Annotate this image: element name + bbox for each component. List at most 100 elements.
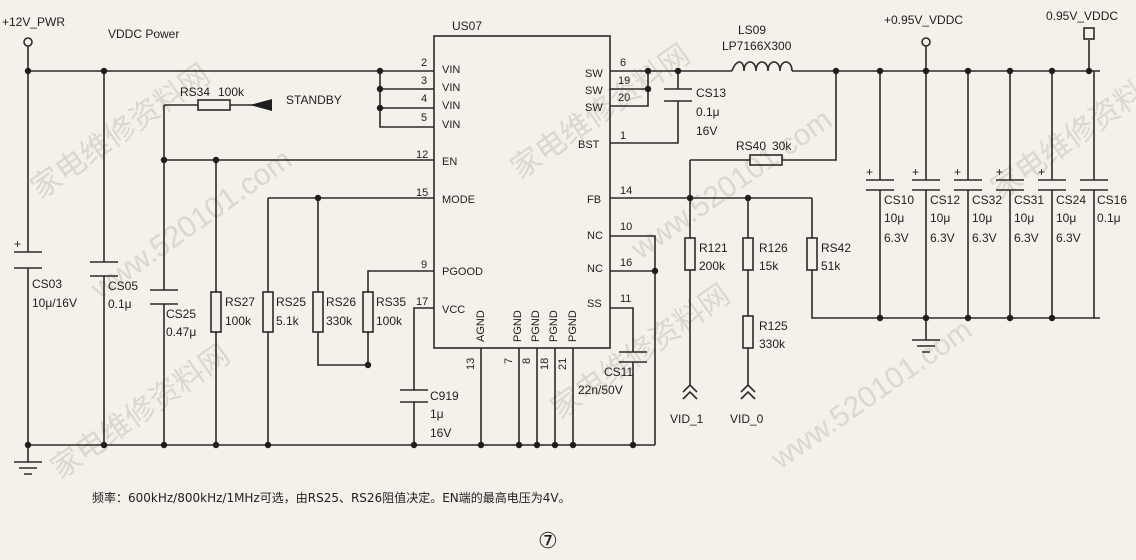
svg-text:0.47μ: 0.47μ — [166, 325, 196, 339]
svg-text:200k: 200k — [699, 259, 726, 273]
svg-text:12: 12 — [416, 149, 428, 161]
svg-text:330k: 330k — [759, 337, 786, 351]
vid-signals: VID_1 VID_0 — [670, 383, 764, 426]
svg-text:CS03: CS03 — [32, 277, 62, 291]
svg-text:家电维修资料网: 家电维修资料网 — [985, 58, 1136, 205]
vddc-out1-label: +0.95V_VDDC — [884, 13, 963, 27]
svg-text:22n/50V: 22n/50V — [578, 383, 623, 397]
svg-text:MODE: MODE — [442, 194, 475, 206]
svg-text:EN: EN — [442, 156, 457, 168]
svg-text:CS24: CS24 — [1056, 193, 1086, 207]
svg-text:5: 5 — [421, 112, 427, 124]
ground-symbol-left — [14, 461, 42, 475]
svg-text:10μ: 10μ — [930, 211, 950, 225]
svg-text:RS27: RS27 — [225, 295, 255, 309]
svg-text:330k: 330k — [326, 314, 353, 328]
design-note: 频率：600kHz/800kHz/1MHz可选，由RS25、RS26阻值决定。E… — [92, 490, 571, 505]
page-number: ⑦ — [538, 528, 558, 553]
svg-text:1: 1 — [620, 130, 626, 142]
svg-text:16V: 16V — [696, 124, 717, 138]
svg-text:PGND: PGND — [567, 310, 579, 342]
svg-text:15: 15 — [416, 187, 428, 199]
svg-text:10μ/16V: 10μ/16V — [32, 296, 77, 310]
svg-text:R125: R125 — [759, 319, 788, 333]
svg-text:CS16: CS16 — [1097, 193, 1127, 207]
resistor-rs35: RS35 100k — [362, 291, 406, 333]
svg-text:VID_0: VID_0 — [730, 412, 764, 426]
capacitor-cs05: CS05 0.1μ — [90, 261, 138, 311]
svg-text:6: 6 — [620, 57, 626, 69]
svg-text:SW: SW — [585, 85, 603, 97]
output-capacitor-cs32: + CS32 10μ 6.3V — [954, 165, 1002, 245]
svg-text:RS42: RS42 — [821, 241, 851, 255]
svg-text:6.3V: 6.3V — [972, 231, 997, 245]
svg-text:10: 10 — [620, 221, 632, 233]
pwr12-label: +12V_PWR — [2, 15, 65, 29]
resistor-rs42: RS42 51k — [806, 237, 851, 273]
svg-text:10μ: 10μ — [884, 211, 904, 225]
svg-text:21: 21 — [557, 358, 569, 370]
capacitor-c919: C919 1μ 16V — [400, 389, 459, 440]
svg-text:100k: 100k — [218, 85, 245, 99]
resistor-rs26: RS26 330k — [312, 291, 356, 333]
capacitor-cs13: CS13 0.1μ 16V — [664, 86, 726, 138]
output-capacitor-cs12: + CS12 10μ 6.3V — [912, 165, 960, 245]
svg-text:PGND: PGND — [530, 310, 542, 342]
svg-text:CS05: CS05 — [108, 279, 138, 293]
svg-text:VIN: VIN — [442, 100, 460, 112]
svg-text:14: 14 — [620, 185, 632, 197]
svg-text:1μ: 1μ — [430, 407, 444, 421]
svg-text:LP7166X300: LP7166X300 — [722, 39, 792, 53]
svg-text:SW: SW — [585, 68, 603, 80]
svg-text:51k: 51k — [821, 259, 841, 273]
svg-text:CS12: CS12 — [930, 193, 960, 207]
svg-text:+: + — [14, 237, 21, 251]
output-capacitor-cs31: + CS31 10μ 6.3V — [996, 165, 1044, 245]
ic-ref: US07 — [452, 19, 482, 33]
svg-text:SW: SW — [585, 102, 603, 114]
svg-text:30k: 30k — [772, 139, 792, 153]
resistor-r121: R121 200k — [684, 237, 728, 273]
svg-text:RS26: RS26 — [326, 295, 356, 309]
svg-text:+: + — [954, 165, 961, 179]
svg-text:0.1μ: 0.1μ — [696, 105, 720, 119]
svg-text:NC: NC — [587, 263, 603, 275]
resistor-rs27: RS27 100k — [210, 291, 255, 333]
resistor-rs40: RS40 30k — [736, 139, 792, 166]
svg-text:8: 8 — [521, 358, 533, 364]
svg-text:C919: C919 — [430, 389, 459, 403]
svg-text:19: 19 — [618, 75, 630, 87]
svg-text:100k: 100k — [225, 314, 252, 328]
svg-text:5.1k: 5.1k — [276, 314, 300, 328]
svg-text:RS40: RS40 — [736, 139, 766, 153]
power-labels: +12V_PWR VDDC Power +0.95V_VDDC 0.95V_VD… — [2, 9, 1118, 47]
svg-text:www.520101.com: www.520101.com — [624, 103, 838, 266]
resistor-rs34: RS34 100k — [180, 85, 245, 111]
svg-text:CS31: CS31 — [1014, 193, 1044, 207]
capacitor-cs25: CS25 0.47μ — [150, 289, 196, 339]
svg-text:10μ: 10μ — [972, 211, 992, 225]
svg-text:VCC: VCC — [442, 304, 465, 316]
svg-text:18: 18 — [539, 358, 551, 370]
svg-text:CS13: CS13 — [696, 86, 726, 100]
svg-text:VIN: VIN — [442, 82, 460, 94]
output-capacitor-cs16: CS16 0.1μ — [1080, 179, 1127, 225]
svg-text:6.3V: 6.3V — [930, 231, 955, 245]
svg-text:CS11: CS11 — [604, 365, 633, 379]
svg-text:R121: R121 — [699, 241, 728, 255]
svg-text:7: 7 — [503, 358, 515, 364]
svg-text:STANDBY: STANDBY — [286, 93, 342, 107]
ground-symbol-right — [912, 339, 940, 353]
svg-text:SS: SS — [587, 298, 602, 310]
svg-text:15k: 15k — [759, 259, 779, 273]
svg-text:家电维修资料网: 家电维修资料网 — [25, 58, 216, 205]
svg-text:+: + — [866, 165, 873, 179]
svg-text:AGND: AGND — [475, 310, 487, 342]
svg-text:PGND: PGND — [512, 310, 524, 342]
svg-text:17: 17 — [416, 296, 428, 308]
svg-text:CS32: CS32 — [972, 193, 1002, 207]
capacitor-cs11: CS11 22n/50V — [578, 351, 647, 397]
vddc-out2-label: 0.95V_VDDC — [1046, 9, 1118, 23]
